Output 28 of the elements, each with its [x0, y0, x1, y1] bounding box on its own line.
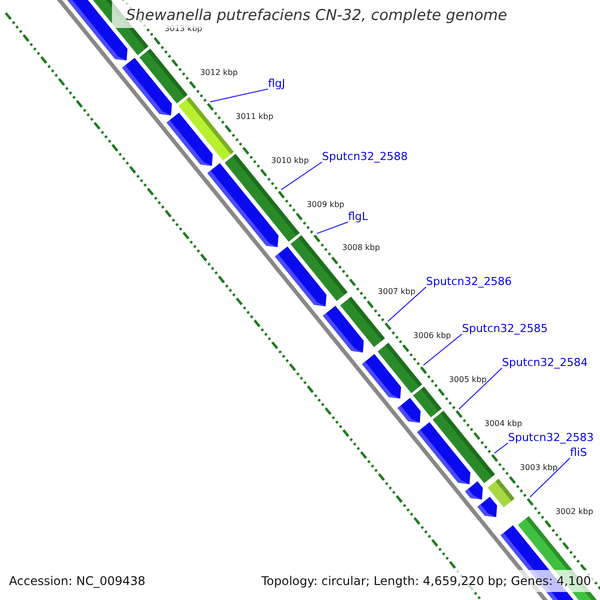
gene-label: Sputcn32_2585: [462, 322, 548, 335]
leader-line: [387, 286, 426, 322]
leader-line: [316, 222, 348, 234]
gene-label: flgL: [348, 210, 368, 223]
scale-label: 3003 kbp: [520, 462, 558, 473]
gene-label: Sputcn32_2588: [322, 150, 408, 163]
scale-label: 3009 kbp: [306, 200, 344, 210]
info-text: Topology: circular; Length: 4,659,220 bp; Genes: 4,100: [258, 570, 594, 592]
gene-label: fliS: [570, 446, 587, 459]
leader-line: [458, 368, 502, 410]
scale-label: 3005 kbp: [448, 375, 487, 386]
scale-label: 3012 kbp: [200, 68, 238, 78]
gene-label: Sputcn32_2583: [508, 431, 594, 444]
scale-label: 3008 kbp: [342, 243, 380, 254]
leader-line: [530, 458, 570, 498]
gene-label: Sputcn32_2586: [426, 275, 512, 288]
scale-label: 3010 kbp: [271, 156, 309, 166]
leader-line: [210, 88, 268, 102]
scale-label: 3004 kbp: [484, 419, 522, 429]
leader-line: [422, 334, 462, 366]
scale-label: 3011 kbp: [236, 112, 274, 122]
gene-label: Sputcn32_2584: [502, 356, 588, 369]
scale-label: 3006 kbp: [413, 331, 451, 342]
leader-line: [494, 442, 508, 454]
scale-label: 3002 kbp: [555, 506, 594, 517]
gene-label: flgJ: [268, 77, 286, 90]
leader-line: [280, 162, 322, 190]
scale-label: 3007 kbp: [378, 287, 416, 298]
